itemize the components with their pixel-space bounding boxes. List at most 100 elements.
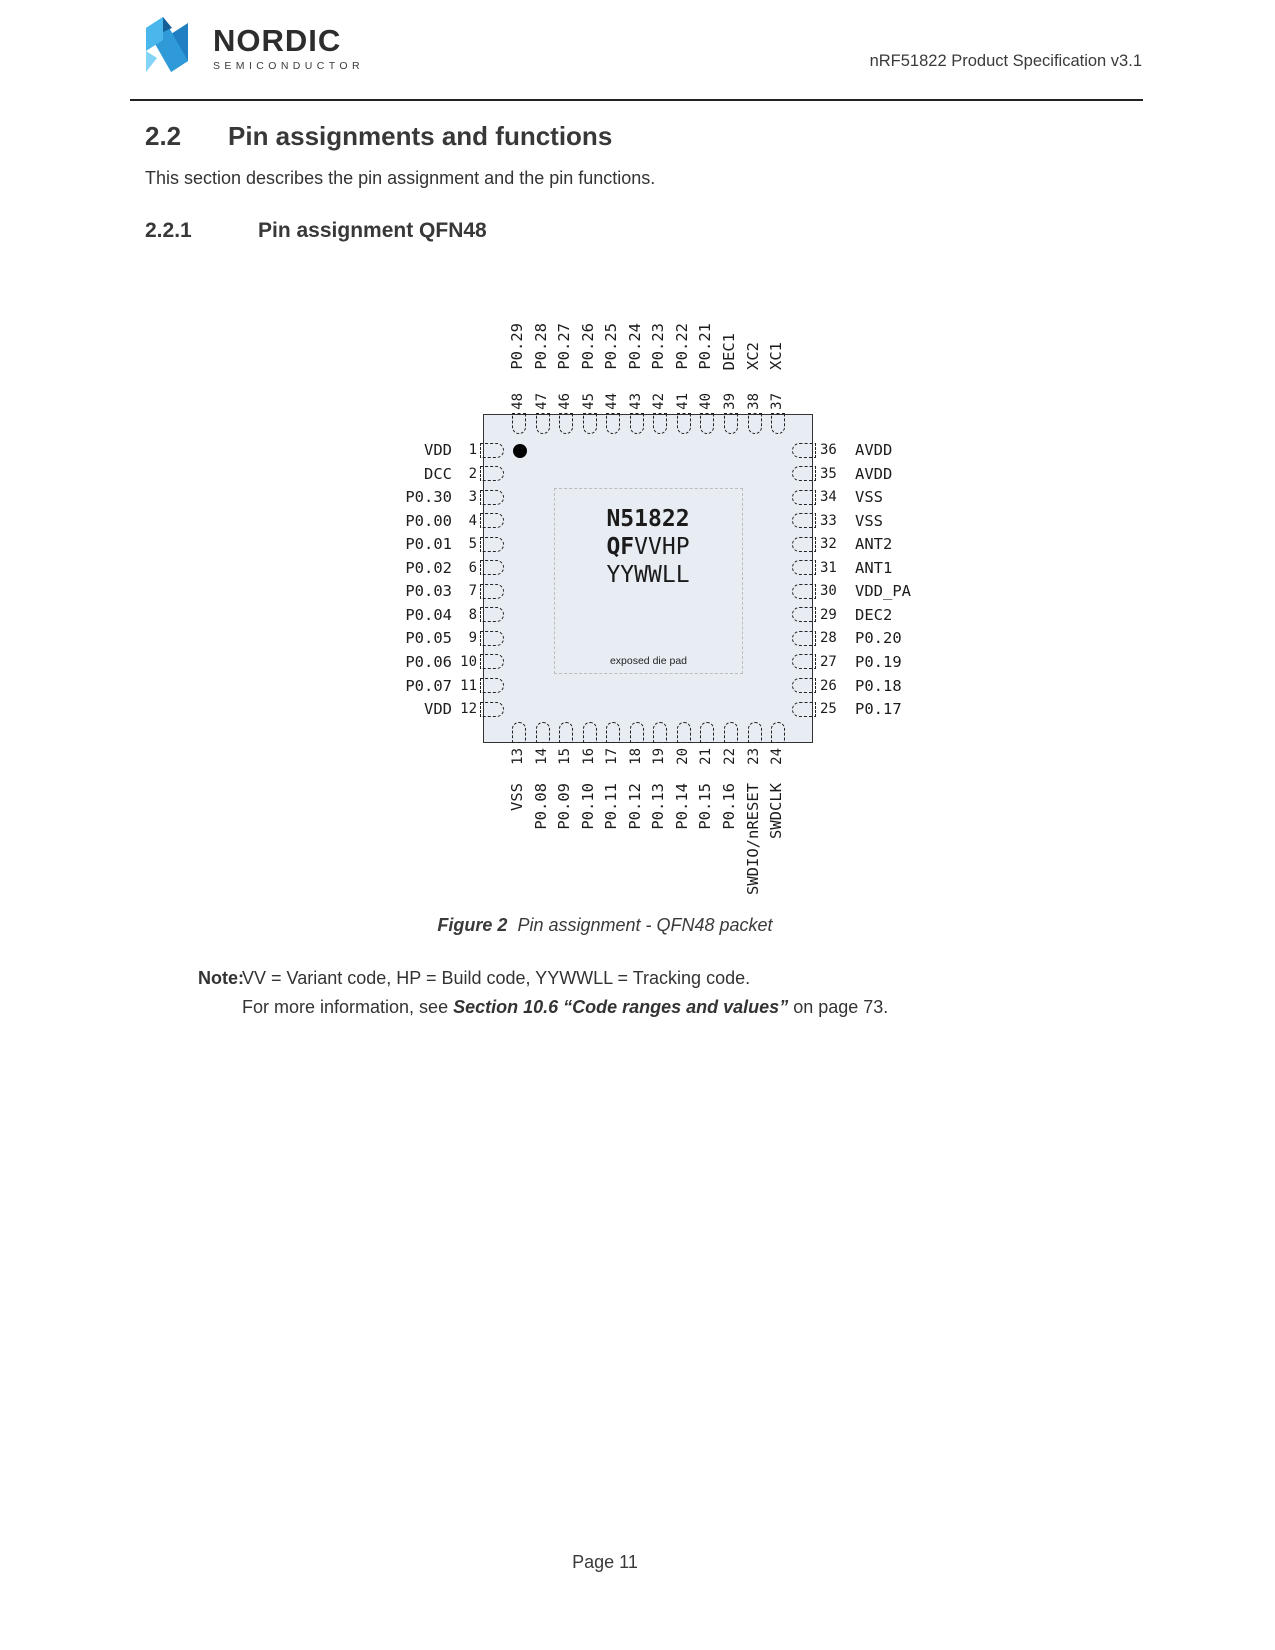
product-title: nRF51822 Product Specification v3.1 (869, 52, 1142, 70)
pin-label: AVDD (855, 441, 893, 459)
pin-pad (792, 442, 816, 458)
section-paragraph: This section describes the pin assignmen… (145, 168, 656, 188)
pin-label: P0.20 (855, 629, 902, 648)
pin-pad (480, 442, 504, 458)
pin-pad (480, 560, 504, 576)
pin-label: VDD_PA (855, 582, 911, 601)
pin-label: SWDIO/nRESET (743, 783, 762, 895)
pin-pad (792, 630, 816, 646)
pin-pad (653, 722, 668, 743)
pin-number: 6 (468, 559, 477, 576)
pin-label: P0.12 (625, 783, 644, 830)
pin-pad (582, 413, 597, 434)
pin-label: XC2 (743, 342, 762, 370)
pin-number: 26 (820, 677, 837, 694)
pin-number: 37 (769, 393, 786, 410)
section-number: 2.2 (145, 121, 182, 151)
pin-pad (480, 607, 504, 623)
pin-label: P0.16 (719, 783, 738, 830)
pin-label: P0.25 (602, 323, 621, 370)
pin-pad (792, 489, 816, 505)
pin-pad (480, 536, 504, 552)
figure-caption-label: Figure 2 (437, 915, 508, 935)
pin-number: 9 (468, 630, 477, 647)
pin-label: P0.06 (405, 652, 452, 671)
pin-label: DCC (424, 464, 452, 483)
pin-number: 14 (533, 748, 550, 765)
logo-title: NORDIC (213, 23, 342, 58)
pin-number: 22 (721, 748, 738, 765)
exposed-die-pad: exposed die pad (554, 488, 743, 674)
note-label: Note: (198, 968, 244, 988)
pin-label: VDD (424, 700, 452, 719)
pin-number: 18 (627, 748, 644, 765)
logo-subtitle: SEMICONDUCTOR (213, 60, 364, 72)
pin-number: 35 (820, 465, 837, 482)
chip-marking: N51822 QFVVHP YYWWLL (484, 505, 812, 589)
pin-number: 23 (745, 748, 762, 765)
figure-caption-text: Pin assignment - QFN48 packet (517, 915, 773, 935)
pin-label: P0.13 (649, 783, 668, 830)
pin-label: P0.09 (555, 783, 574, 830)
pin-label: P0.28 (531, 323, 550, 370)
pin-number: 28 (820, 630, 837, 647)
chip-marking-line3: YYWWLL (606, 562, 690, 588)
pin-pad (606, 722, 621, 743)
pin-number: 12 (460, 701, 477, 718)
pin-pad (747, 722, 762, 743)
pin-number: 24 (769, 748, 786, 765)
pin-number: 38 (745, 393, 762, 410)
pin1-indicator-dot (513, 444, 527, 458)
pin-number: 46 (557, 393, 574, 410)
pin-pad (792, 701, 816, 717)
pin-pad (676, 413, 691, 434)
pin-pad (771, 413, 786, 434)
pin-label: P0.14 (672, 783, 691, 830)
pin-label: VSS (855, 511, 883, 530)
pin-pad (480, 466, 504, 482)
pin-number: 33 (820, 512, 837, 529)
pin-pad (629, 413, 644, 434)
pin-number: 47 (533, 393, 550, 410)
pin-label: P0.30 (405, 488, 452, 507)
pin-pad (747, 413, 762, 434)
pin-number: 34 (820, 489, 837, 506)
pin-label: P0.18 (855, 676, 902, 695)
pin-number: 31 (820, 559, 837, 576)
pin-number: 16 (580, 748, 597, 765)
pin-pad (480, 513, 504, 529)
pin-label: ANT2 (855, 535, 893, 554)
pin-label: DEC2 (855, 605, 893, 624)
subsection-number: 2.2.1 (145, 219, 192, 242)
pin-pad (480, 489, 504, 505)
pin-label: VDD (424, 441, 452, 459)
pin-number: 27 (820, 653, 837, 670)
pin-pad (480, 678, 504, 693)
pin-pad (559, 413, 574, 434)
pin-label: VSS (855, 488, 883, 507)
pin-label: P0.23 (649, 323, 668, 370)
pin-label: P0.08 (531, 783, 550, 830)
note-cross-reference: Section 10.6 “Code ranges and values” (453, 997, 789, 1017)
pin-number: 13 (510, 748, 526, 765)
figure-caption: Figure 2 Pin assignment - QFN48 packet (130, 915, 1080, 936)
pin-number: 43 (627, 393, 644, 410)
pin-label: P0.04 (405, 605, 452, 624)
pin-number: 42 (651, 393, 668, 410)
nordic-logo-text: NORDIC SEMICONDUCTOR (213, 14, 364, 72)
page-number: Page 11 (572, 1552, 638, 1572)
pin-label: SWDCLK (767, 783, 786, 839)
pin-pad (480, 654, 504, 670)
pin-pad (535, 722, 550, 743)
pin-label: P0.24 (625, 323, 644, 370)
pin-number: 17 (604, 748, 621, 765)
pin-label: ANT1 (855, 558, 893, 577)
pin-number: 8 (468, 606, 477, 623)
pin-pad (512, 722, 526, 743)
note-text-line1: VV = Variant code, HP = Build code, YYWW… (242, 968, 751, 988)
header-divider (130, 99, 1143, 101)
chip-marking-line1: N51822 (606, 506, 690, 532)
